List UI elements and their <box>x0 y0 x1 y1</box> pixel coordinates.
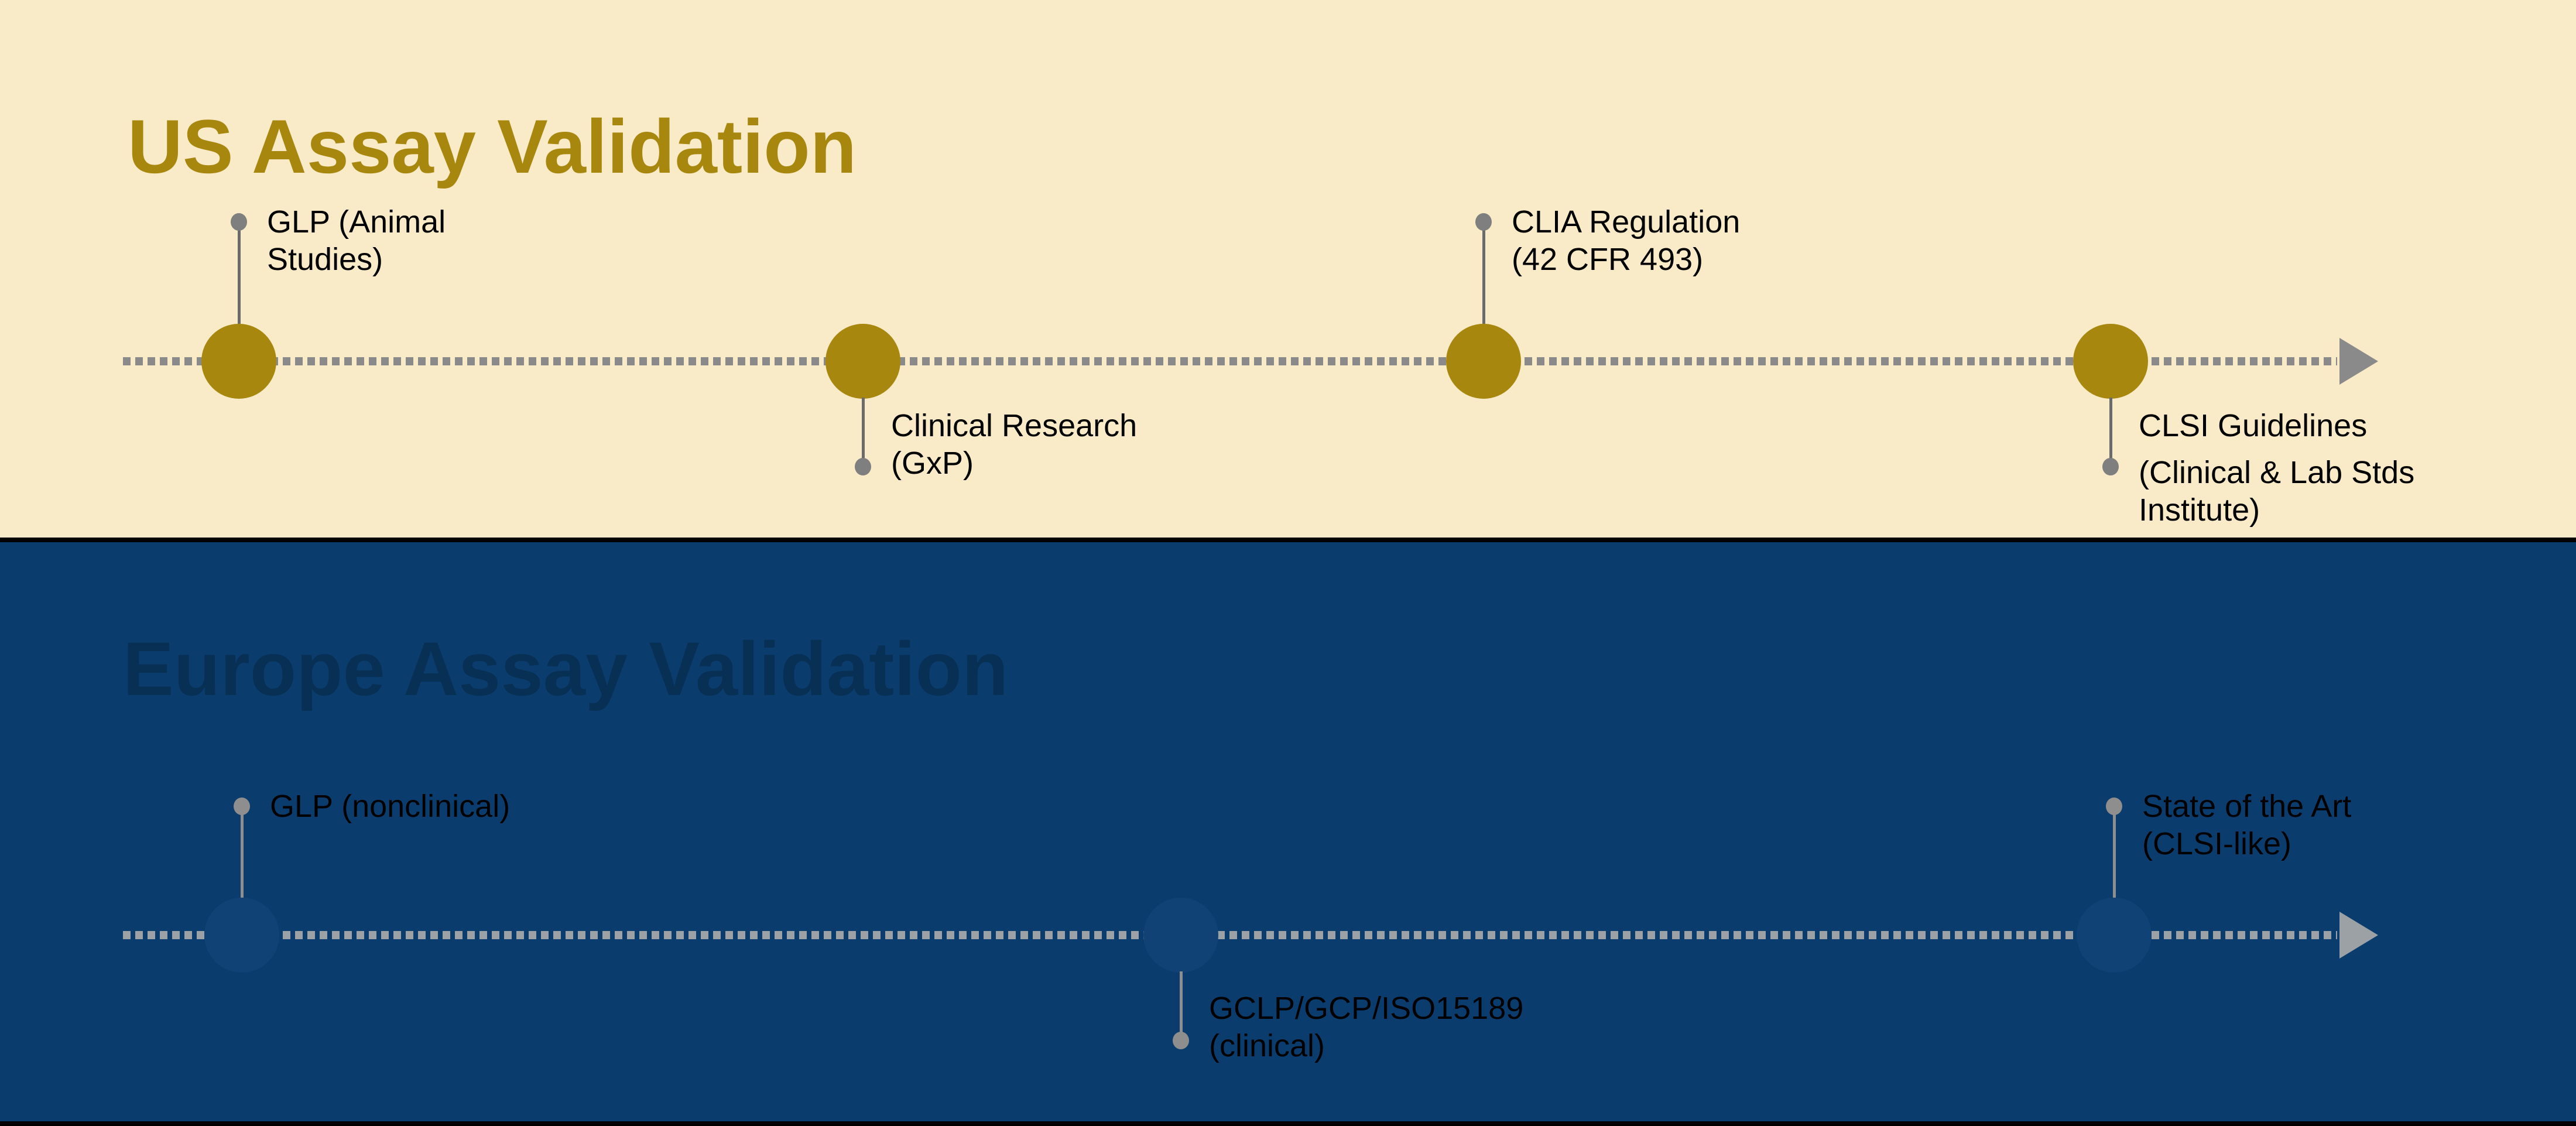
us-assay-validation-section <box>0 0 2576 538</box>
europe-section-title: Europe Assay Validation <box>123 626 1009 712</box>
slide-bottom-edge <box>0 1121 2576 1126</box>
section-divider <box>0 538 2576 542</box>
us-section-title: US Assay Validation <box>128 104 857 190</box>
europe-assay-validation-section <box>0 542 2576 1121</box>
